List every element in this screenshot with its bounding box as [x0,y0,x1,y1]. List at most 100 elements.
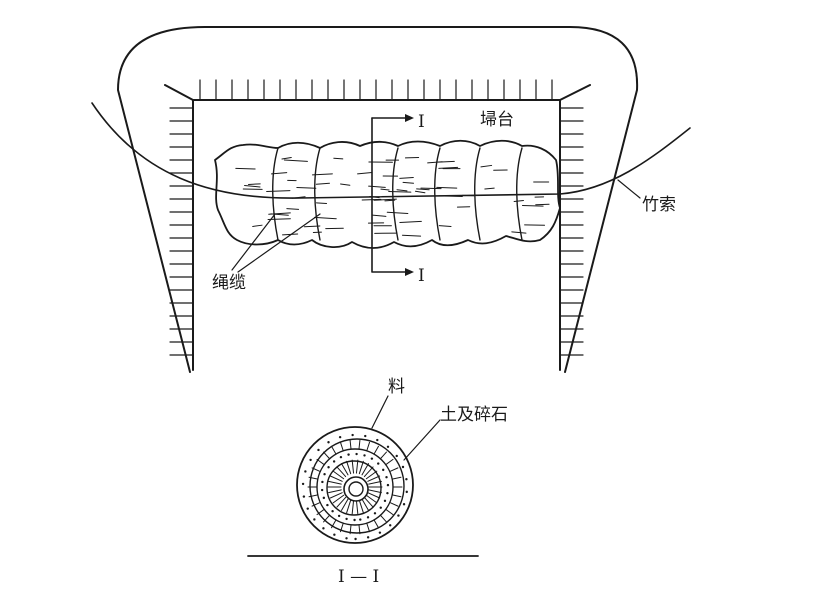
label-bamboo-rope: 竹索 [642,195,676,215]
soil-dot [323,473,326,476]
texture-stroke [384,199,396,202]
soil-dot [354,537,357,541]
texture-stroke [436,186,458,189]
soil-dot [306,507,309,510]
texture-stroke [373,198,397,201]
soil-dot [405,478,408,481]
radial-line [363,496,374,508]
section-core-inner [348,481,364,497]
texture-stroke [438,166,459,169]
radial-line [316,458,325,466]
soil-dot [322,496,326,500]
texture-stroke [266,190,291,193]
radial-line [391,476,402,480]
texture-stroke [340,183,351,186]
section-arrow-top-icon [405,114,414,122]
radial-line [329,492,343,499]
soil-dot [366,536,370,539]
soil-dot [317,448,320,452]
radial-line [339,522,344,533]
radial-line [365,470,378,480]
platform-hatch-left [169,107,194,356]
section-cut-line [371,114,414,276]
texture-stroke [380,188,390,191]
section-mark-bottom: I [418,266,425,286]
platform-frame-outer [117,26,639,373]
soil-dot [402,503,406,506]
soil-dot [327,441,330,444]
texture-stroke [315,202,328,204]
texture-stroke [386,211,409,214]
radial-line [308,476,319,480]
soil-dot [377,462,380,465]
texture-stroke [271,172,288,175]
radial-line [373,445,379,455]
soil-dot [345,517,348,521]
texture-stroke [399,177,414,179]
radial-line [351,459,355,474]
soil-dot [386,491,389,495]
sao-bundle-segments [272,147,523,241]
sao-bundle-texture [235,157,550,237]
texture-stroke [368,185,386,188]
leader-material [371,395,389,429]
soil-dot [332,460,336,463]
radial-line [367,475,381,482]
texture-stroke [283,159,308,162]
soil-dot [345,537,348,540]
texture-stroke [286,208,300,210]
soil-dot [364,434,367,438]
soil-dot [386,483,390,487]
bundle-segment-line [434,147,441,241]
section-caption: I — I [338,567,379,587]
radial-line [336,466,347,478]
soil-dot [376,438,379,442]
radial-line [329,475,343,482]
texture-stroke [248,183,261,185]
radial-line [358,524,361,535]
soil-dot [401,465,405,469]
soil-dot [333,533,336,536]
soil-dot [337,514,341,518]
soil-dot [386,445,390,449]
radial-line [311,501,321,507]
radial-line [391,494,402,498]
soil-dot [304,470,307,473]
radial-line [358,460,364,475]
radial-line [365,494,378,504]
texture-stroke [439,195,463,197]
section-mark-top: I [418,112,425,132]
soil-dot [320,488,324,492]
radial-line [346,460,352,475]
soil-dot [385,476,388,479]
soil-dot [351,433,354,437]
texture-stroke [371,214,387,217]
soil-dot [322,527,325,530]
section-outer-inner-circle [309,438,405,534]
radial-line [349,439,352,450]
soil-dot [355,452,358,456]
soil-dot [397,514,400,517]
texture-stroke [311,173,333,176]
radial-line [355,500,359,515]
texture-stroke [438,225,452,228]
radial-line [341,463,349,476]
radial-line [361,498,369,511]
bundle-segment-line [314,147,321,241]
radial-line [351,500,355,515]
radial-line [316,508,325,516]
soil-dot [347,453,350,456]
label-cable: 绳缆 [212,273,246,293]
radial-line [336,496,347,508]
radial-line [308,494,319,498]
radial-line [328,489,342,494]
texture-stroke [388,191,412,193]
texture-stroke [480,164,493,168]
radial-line [311,467,321,473]
radial-line [339,441,344,452]
soil-dot [321,480,324,484]
radial-line [389,501,399,507]
radial-line [358,499,364,514]
soil-dot [331,510,334,513]
